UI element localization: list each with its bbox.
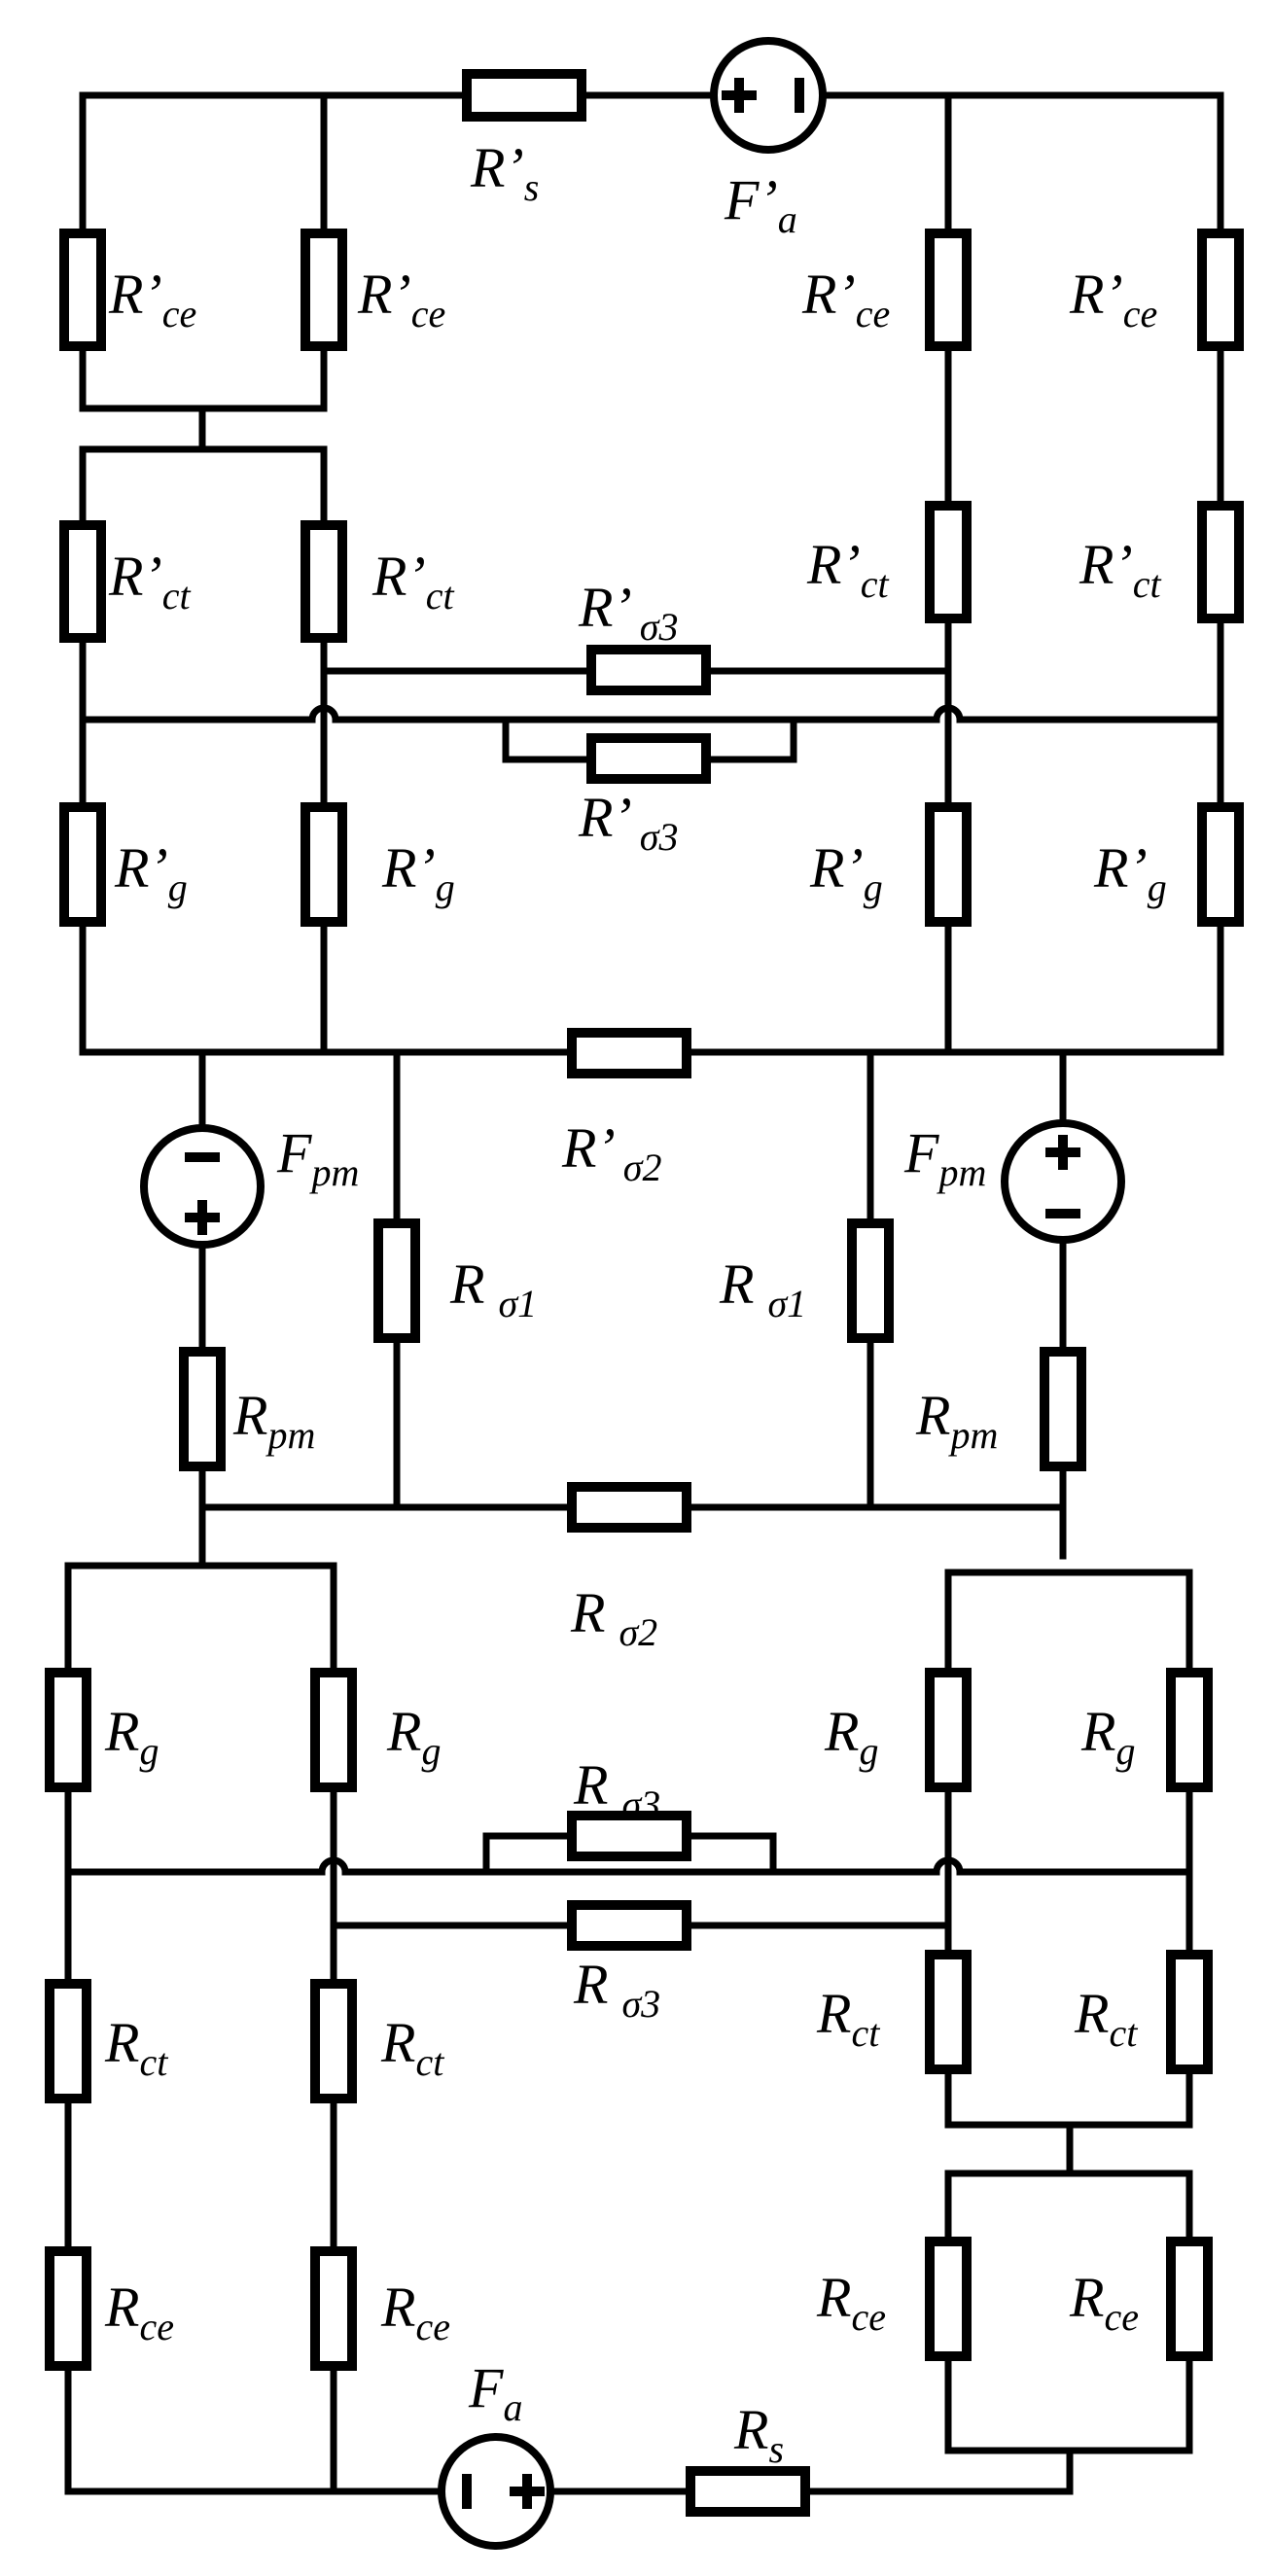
source-f-pm-right [1001,1119,1125,1244]
resistor-r-ce-prime-2 [301,229,347,351]
resistor-r-ct-prime-1 [59,520,106,643]
resistor-r-sigma1-left [373,1218,420,1343]
resistor-r-ct-prime-3 [925,501,972,623]
wire-lower-cross-line [64,1856,1193,1876]
label-r-g-prime-2: R’g [381,836,455,909]
labels: R’s F’a R’ce R’ce R’ce R’ce R’ct R’ct R’… [104,136,1167,2471]
label-r-g-prime-4: R’g [1093,836,1167,909]
resistor-r-g-prime-3 [925,802,972,927]
source-f-pm-left [140,1124,265,1249]
label-r-ce-2: Rce [380,2276,450,2348]
resistor-r-pm-left [179,1347,226,1471]
label-r-ct-2: Rct [380,2011,444,2084]
resistor-r-g-4 [1166,1668,1213,1792]
label-r-ct-prime-4: R’ct [1079,533,1162,606]
resistor-r-sigma3-prime-2 [586,733,711,784]
label-f-pm-right: Fpm [903,1121,986,1194]
label-r-ct-3: Rct [816,1982,880,2055]
plus-sign [722,78,757,113]
resistor-r-pm-right [1040,1347,1086,1471]
plus-sign [1045,1135,1080,1170]
resistor-r-ce-prime-1 [59,229,106,351]
plus-sign [185,1200,220,1235]
label-r-g-4: Rg [1080,1700,1135,1773]
resistor-r-sigma3-2 [567,1900,691,1951]
label-r-ct-prime-3: R’ct [806,533,890,606]
label-r-g-2: Rg [386,1700,441,1773]
label-r-pm-left: Rpm [232,1384,315,1457]
resistors [45,69,1244,2517]
label-r-sigma3-prime-1: R’σ3 [578,576,678,649]
label-r-ct-1: Rct [104,2011,168,2084]
label-r-sigma3-prime-2: R’σ3 [578,786,678,859]
label-r-g-1: Rg [104,1700,159,1773]
resistor-r-g-2 [310,1668,357,1792]
resistor-r-g-prime-4 [1197,802,1244,927]
label-r-sigma2-prime: R’σ2 [561,1116,661,1189]
label-r-ce-3: Rce [816,2266,886,2339]
resistor-r-ce-2 [310,2246,357,2371]
resistor-r-sigma3-1 [567,1811,691,1861]
resistor-r-ct-2 [310,1979,357,2103]
resistor-r-ce-1 [45,2246,91,2371]
resistor-r-s-prime [462,69,586,122]
label-r-ce-prime-4: R’ce [1069,263,1157,335]
label-r-ce-1: Rce [104,2276,174,2348]
label-r-ce-prime-1: R’ce [108,263,196,335]
label-f-a: Fa [468,2356,522,2429]
label-f-pm-left: Fpm [276,1121,359,1194]
resistor-r-ce-4 [1166,2237,1213,2361]
label-r-ct-prime-1: R’ct [108,545,192,618]
wire-upper-sigma3-b [332,716,797,763]
resistor-r-g-prime-2 [301,802,347,927]
resistor-r-sigma2 [567,1482,691,1533]
resistor-r-sigma2-prime [567,1028,691,1078]
resistor-r-ce-prime-4 [1197,229,1244,351]
wires [64,91,1224,2495]
resistor-r-ct-3 [925,1950,972,2074]
resistor-r-g-prime-1 [59,802,106,927]
label-r-pm-right: Rpm [915,1384,998,1457]
resistor-r-ce-prime-3 [925,229,972,351]
resistor-r-ct-prime-4 [1197,501,1244,623]
label-r-s: Rs [733,2398,784,2471]
label-r-ct-4: Rct [1074,1982,1138,2055]
source-f-a-prime [710,37,827,154]
label-r-ce-4: Rce [1069,2266,1139,2339]
resistor-r-sigma1-right [847,1218,894,1343]
sources [140,37,1125,2550]
label-r-ce-prime-3: R’ce [801,263,890,335]
resistor-r-ct-1 [45,1979,91,2103]
resistor-r-g-3 [925,1668,972,1792]
label-r-ct-prime-2: R’ct [371,545,455,618]
resistor-r-ct-4 [1166,1950,1213,2074]
resistor-r-ce-3 [925,2237,972,2361]
label-r-g-prime-3: R’g [809,836,883,909]
resistor-r-g-1 [45,1668,91,1792]
label-r-ce-prime-2: R’ce [357,263,445,335]
resistor-r-ct-prime-2 [301,520,347,643]
wire-upper-cross-line [79,704,1224,723]
source-f-a [438,2433,554,2550]
label-r-s-prime: R’s [470,136,539,209]
resistor-r-s [686,2466,810,2517]
label-r-g-3: Rg [824,1700,878,1773]
label-r-g-prime-1: R’g [114,836,188,909]
resistor-r-sigma3-prime-1 [586,645,711,695]
plus-sign [510,2474,545,2509]
label-f-a-prime: F’a [724,168,797,241]
